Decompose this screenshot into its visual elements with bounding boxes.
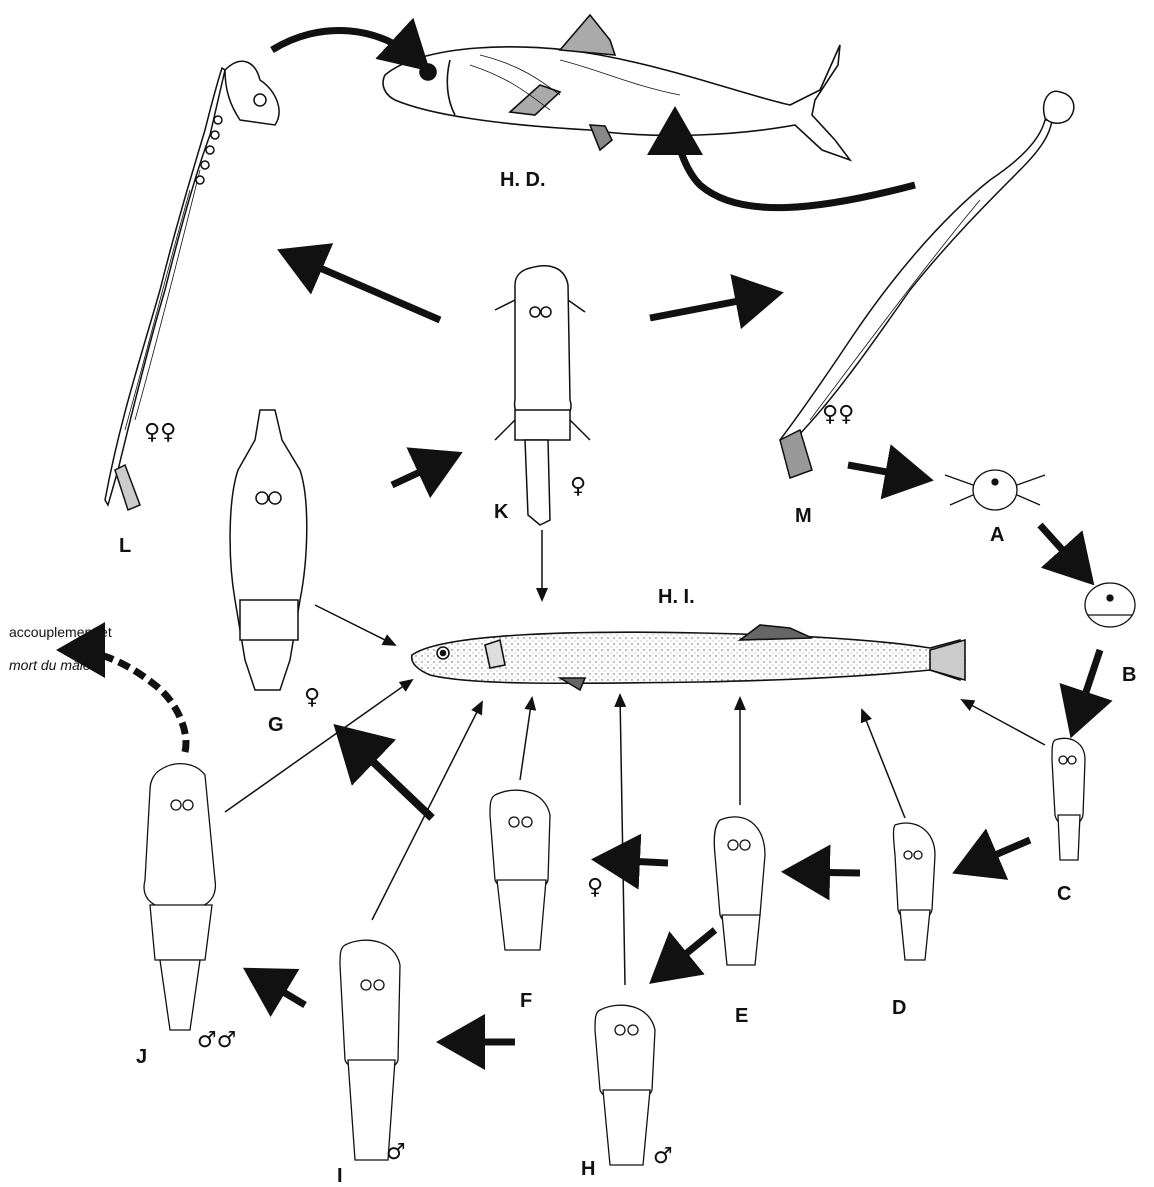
stage-b-larva — [1085, 583, 1135, 627]
arrow-f-to-hi — [520, 698, 532, 780]
stage-label-m: M — [795, 506, 812, 526]
arrow-i-to-hi — [372, 702, 482, 920]
arrow-k-to-l — [290, 255, 440, 320]
sex-symbol-l-females: ♀♀ — [144, 422, 176, 444]
arrow-i-to-g — [345, 735, 432, 818]
host-label-definitive: H. D. — [500, 170, 546, 190]
definitive-host-fish — [383, 15, 850, 160]
arrow-i-to-j — [255, 975, 305, 1005]
stage-i-male-parasite — [340, 940, 400, 1160]
stage-j-male-parasite — [144, 764, 215, 1030]
arrow-e-to-f — [605, 860, 668, 863]
stage-f-female-parasite — [490, 790, 550, 950]
stage-label-b: B — [1122, 665, 1136, 685]
stage-label-f: F — [520, 991, 532, 1011]
stage-label-j: J — [136, 1047, 147, 1067]
arrow-l-to-hd — [272, 30, 420, 62]
arrow-d-to-hi — [862, 710, 905, 818]
arrow-b-to-c — [1075, 650, 1100, 725]
stage-a-larva — [945, 470, 1045, 510]
stage-label-i: I — [337, 1166, 343, 1186]
sex-symbol-j-males: ♂♂ — [197, 1030, 236, 1052]
cycle-arrows — [70, 30, 1100, 1042]
arrow-c-to-hi — [962, 700, 1045, 745]
arrow-e-to-h — [660, 930, 715, 975]
stage-label-k: K — [494, 502, 508, 522]
note-mating-line2: mort du mâle — [9, 658, 91, 672]
note-mating-line1: accouplement et — [9, 625, 112, 639]
sex-symbol-k-female: ♀ — [570, 476, 586, 498]
stage-label-c: C — [1057, 884, 1071, 904]
arrow-d-to-e — [795, 872, 860, 873]
stage-g-female-parasite — [230, 410, 307, 690]
arrow-g-to-hi — [315, 605, 395, 645]
arrow-g-to-k — [392, 458, 450, 485]
stage-label-e: E — [735, 1006, 748, 1026]
stage-d-copepodid — [894, 823, 936, 960]
host-label-intermediate: H. I. — [658, 587, 695, 607]
stage-label-g: G — [268, 715, 284, 735]
arrow-c-to-d — [965, 840, 1030, 868]
arrow-h-to-hi — [620, 695, 625, 985]
stage-label-l: L — [119, 536, 131, 556]
intermediate-host-fish — [412, 625, 965, 690]
sex-symbol-h-male: ♂ — [653, 1146, 673, 1168]
stage-c-copepodid — [1052, 738, 1085, 860]
sex-symbol-g-female: ♀ — [304, 687, 320, 709]
stage-e-copepodid — [714, 817, 765, 965]
sex-symbol-m-females: ♀♀ — [822, 404, 854, 426]
stage-label-a: A — [990, 525, 1004, 545]
stage-h-male-parasite — [595, 1005, 655, 1165]
sex-symbol-f-female: ♀ — [587, 877, 603, 899]
sex-symbol-i-male: ♂ — [386, 1142, 406, 1164]
stage-label-d: D — [892, 998, 906, 1018]
arrow-a-to-b — [1040, 525, 1085, 575]
stage-label-h: H — [581, 1159, 595, 1179]
arrow-k-to-m — [650, 295, 770, 318]
arrow-m-to-a — [848, 465, 920, 478]
